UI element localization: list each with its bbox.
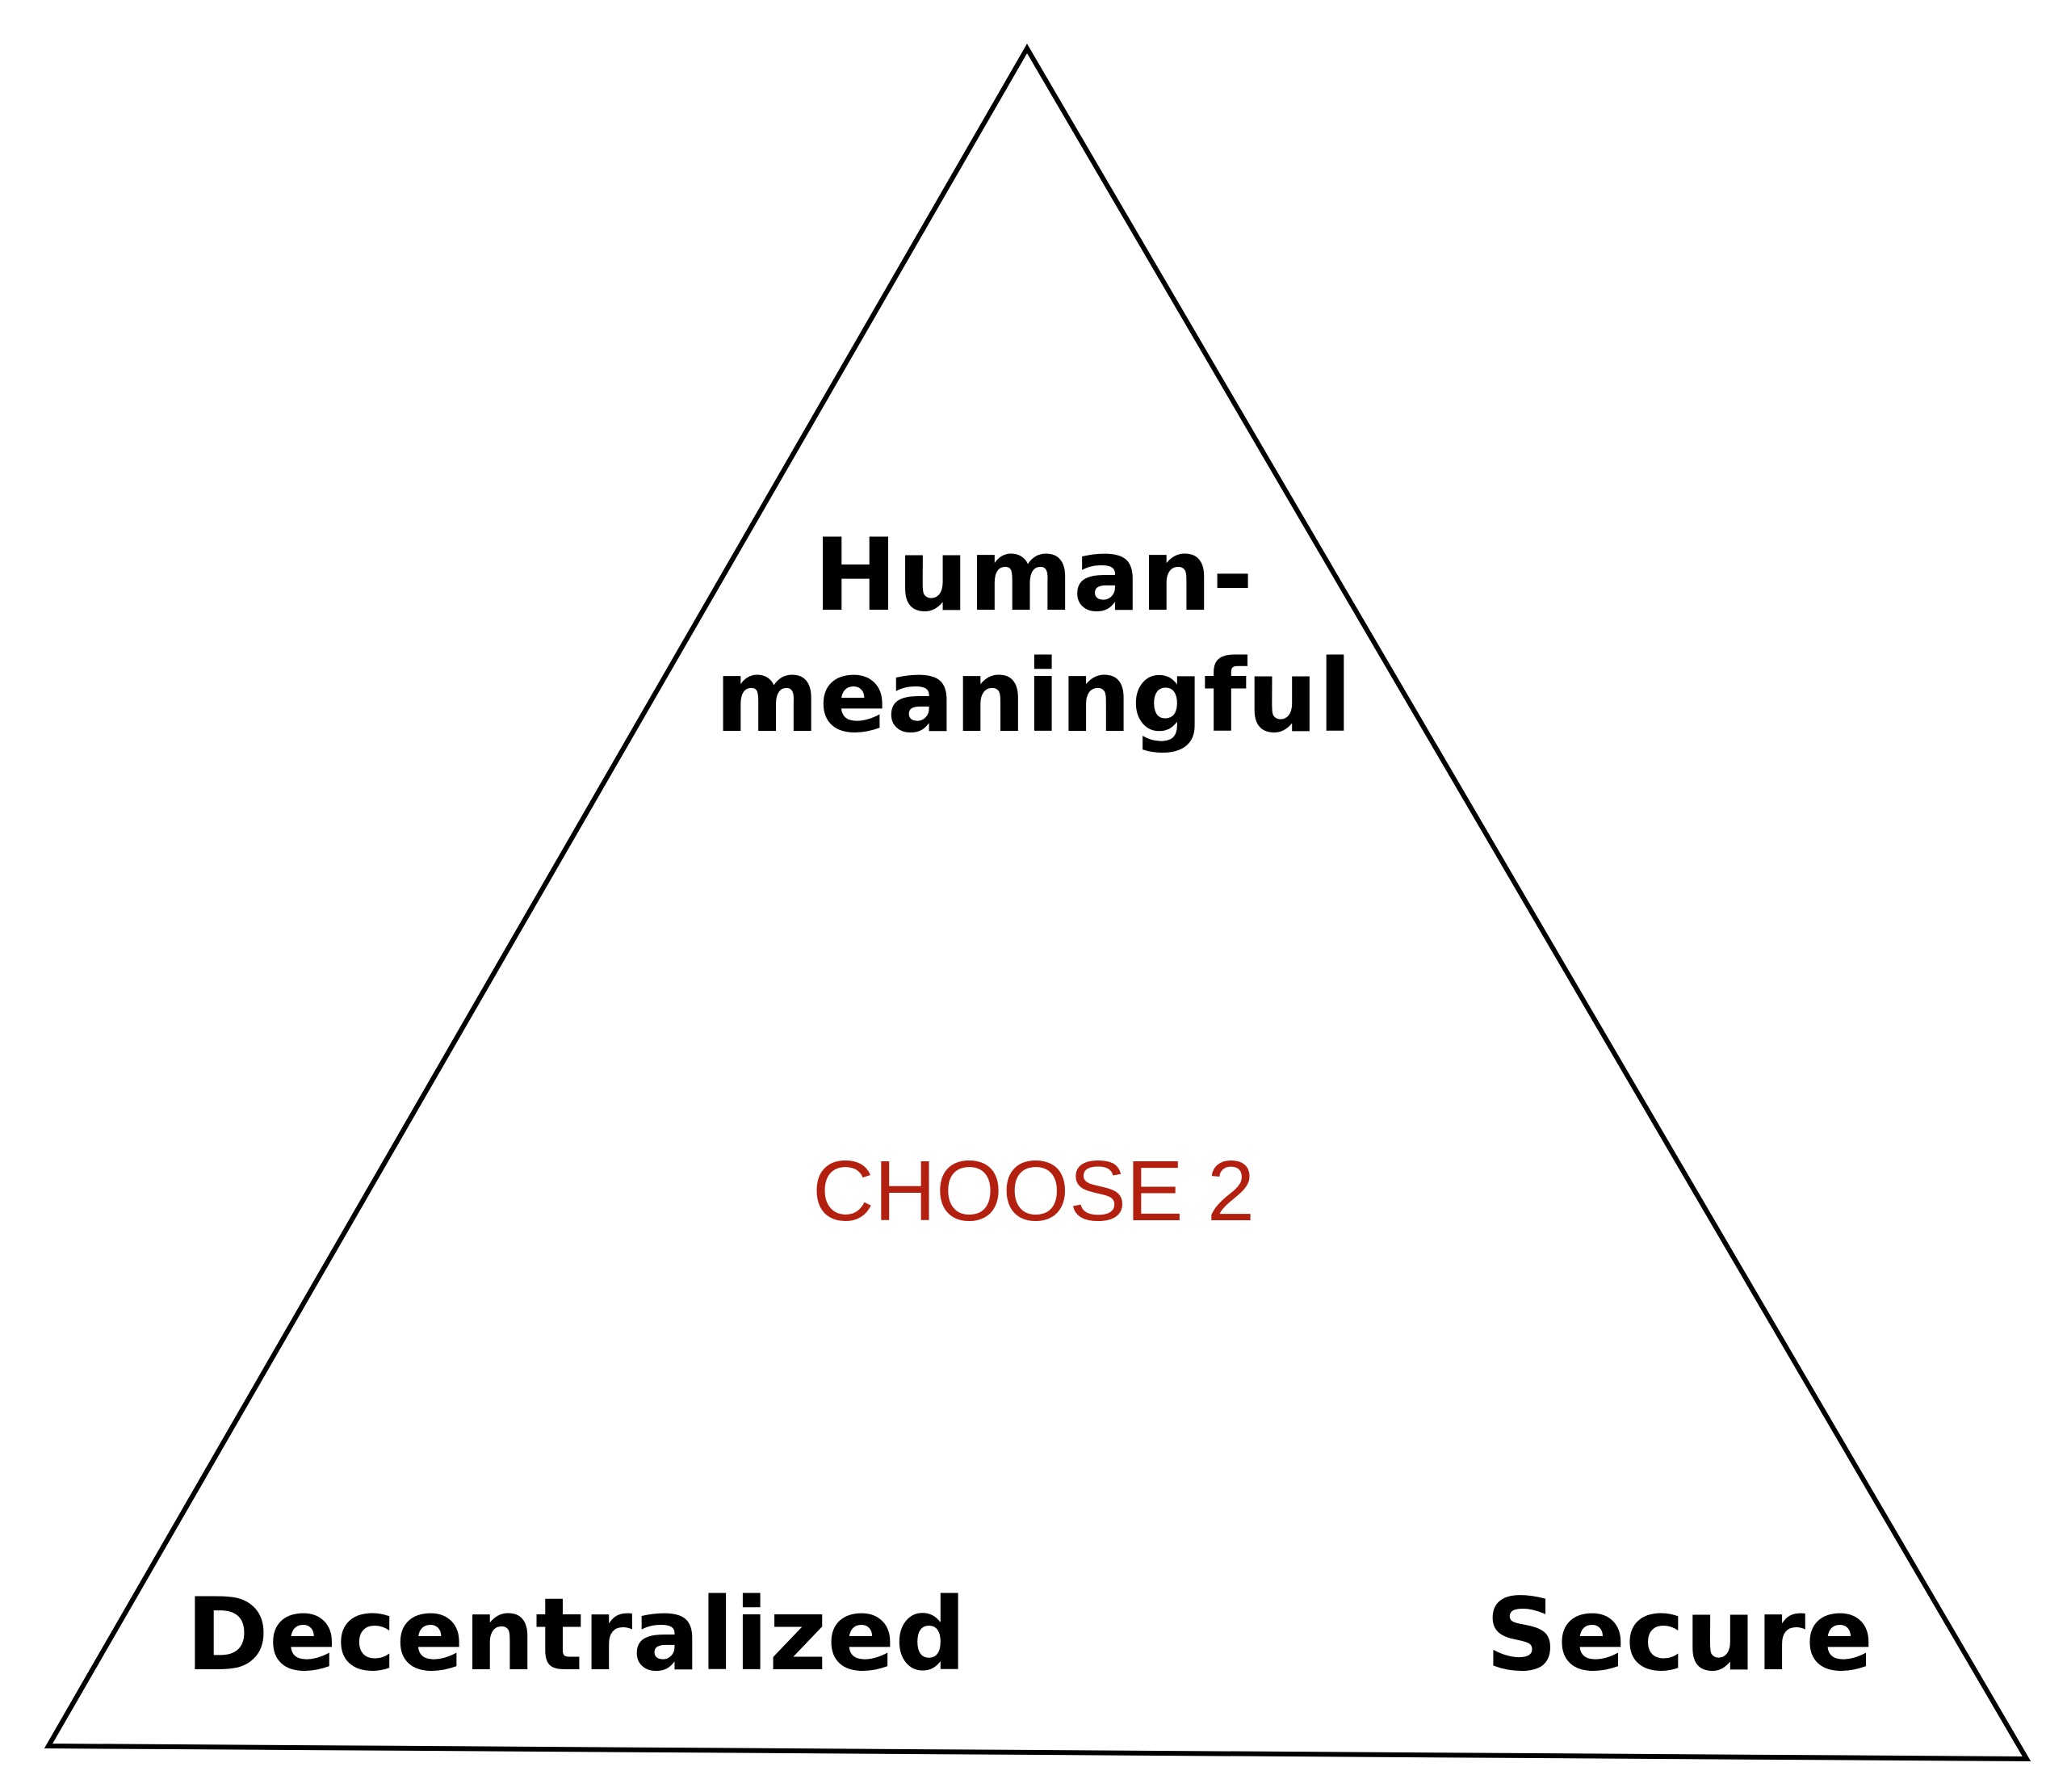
top-vertex-label: Human- meaningful	[630, 515, 1437, 758]
bottom-right-vertex-label: Secure	[1485, 1577, 1874, 1693]
bottom-left-vertex-label: Decentralized	[186, 1577, 967, 1693]
center-instruction-label: CHOOSE 2	[812, 1144, 1255, 1239]
top-vertex-label-line2: meaningful	[715, 639, 1352, 755]
triangle-outline	[44, 44, 2031, 1762]
top-vertex-label-line1: Human-	[813, 518, 1254, 634]
